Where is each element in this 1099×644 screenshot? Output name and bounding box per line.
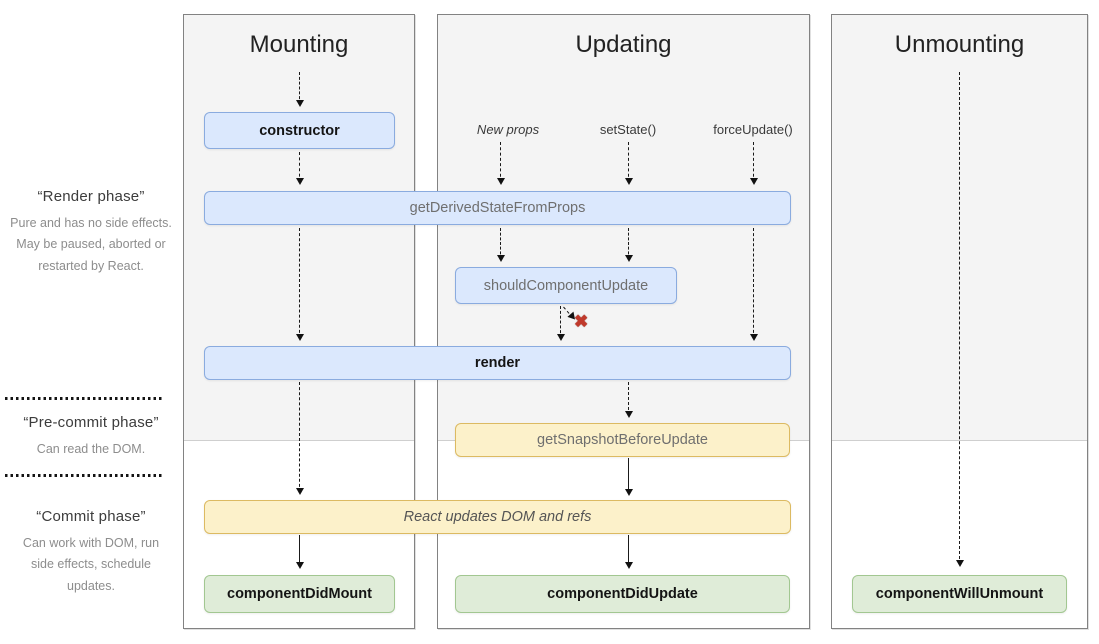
phase-divider (5, 397, 163, 400)
arrow-dom-update-to-cdu (624, 535, 633, 569)
arrow-set-state-to-gdsfp (624, 142, 633, 185)
node-constructor[interactable]: constructor (204, 112, 395, 149)
column-mounting-title: Mounting (249, 31, 349, 58)
column-unmounting-title: Unmounting (894, 31, 1025, 58)
cancel-x-icon: ✖ (574, 312, 589, 331)
phase-commit-title: “Commit phase” (36, 508, 146, 525)
arrow-force-update-to-render (749, 228, 758, 341)
phase-commit-description: Can work with DOM, run side effects, sch… (22, 536, 160, 593)
node-should-component-update[interactable]: shouldComponentUpdate (455, 267, 677, 304)
arrow-render-to-dom-update-mounting (295, 382, 304, 495)
node-render[interactable]: render (204, 346, 791, 380)
phase-pre-commit-description: Can read the DOM. (36, 442, 146, 456)
node-component-did-update[interactable]: componentDidUpdate (455, 575, 790, 613)
arrow-scu-to-render (556, 306, 565, 341)
arrow-force-update-to-gdsfp (749, 142, 758, 185)
column-updating: Updating (437, 14, 810, 629)
phase-divider (5, 474, 163, 477)
node-component-did-mount[interactable]: componentDidMount (204, 575, 395, 613)
arrow-dom-update-to-cdm (295, 535, 304, 569)
trigger-new-props: New props (476, 122, 540, 137)
phase-render-title: “Render phase” (37, 188, 145, 205)
arrow-render-to-gsbu (624, 382, 633, 418)
arrow-constructor-to-gdsfp (295, 152, 304, 185)
phase-render: “Render phase” Pure and has no side effe… (5, 188, 177, 277)
phase-pre-commit: “Pre-commit phase” Can read the DOM. (5, 414, 177, 460)
trigger-force-update: forceUpdate() (713, 122, 793, 137)
arrow-gdsfp-to-render-mounting (295, 228, 304, 341)
phase-pre-commit-title: “Pre-commit phase” (23, 414, 159, 431)
node-get-snapshot-before-update[interactable]: getSnapshotBeforeUpdate (455, 423, 790, 457)
node-react-updates-dom: React updates DOM and refs (204, 500, 791, 534)
phase-commit: “Commit phase” Can work with DOM, run si… (5, 508, 177, 597)
arrow-gsbu-to-dom-update (624, 458, 633, 496)
arrow-unmounting-to-cwu (955, 72, 964, 567)
arrow-gdsfp-to-scu-props (496, 228, 505, 262)
arrow-mounting-to-constructor (295, 72, 304, 107)
arrow-gdsfp-to-scu-state (624, 228, 633, 262)
column-updating-title: Updating (575, 31, 672, 58)
node-get-derived-state-from-props[interactable]: getDerivedStateFromProps (204, 191, 791, 225)
trigger-set-state: setState() (599, 122, 657, 137)
node-component-will-unmount[interactable]: componentWillUnmount (852, 575, 1067, 613)
phase-render-description: Pure and has no side effects. May be pau… (10, 216, 172, 273)
arrow-new-props-to-gdsfp (496, 142, 505, 185)
